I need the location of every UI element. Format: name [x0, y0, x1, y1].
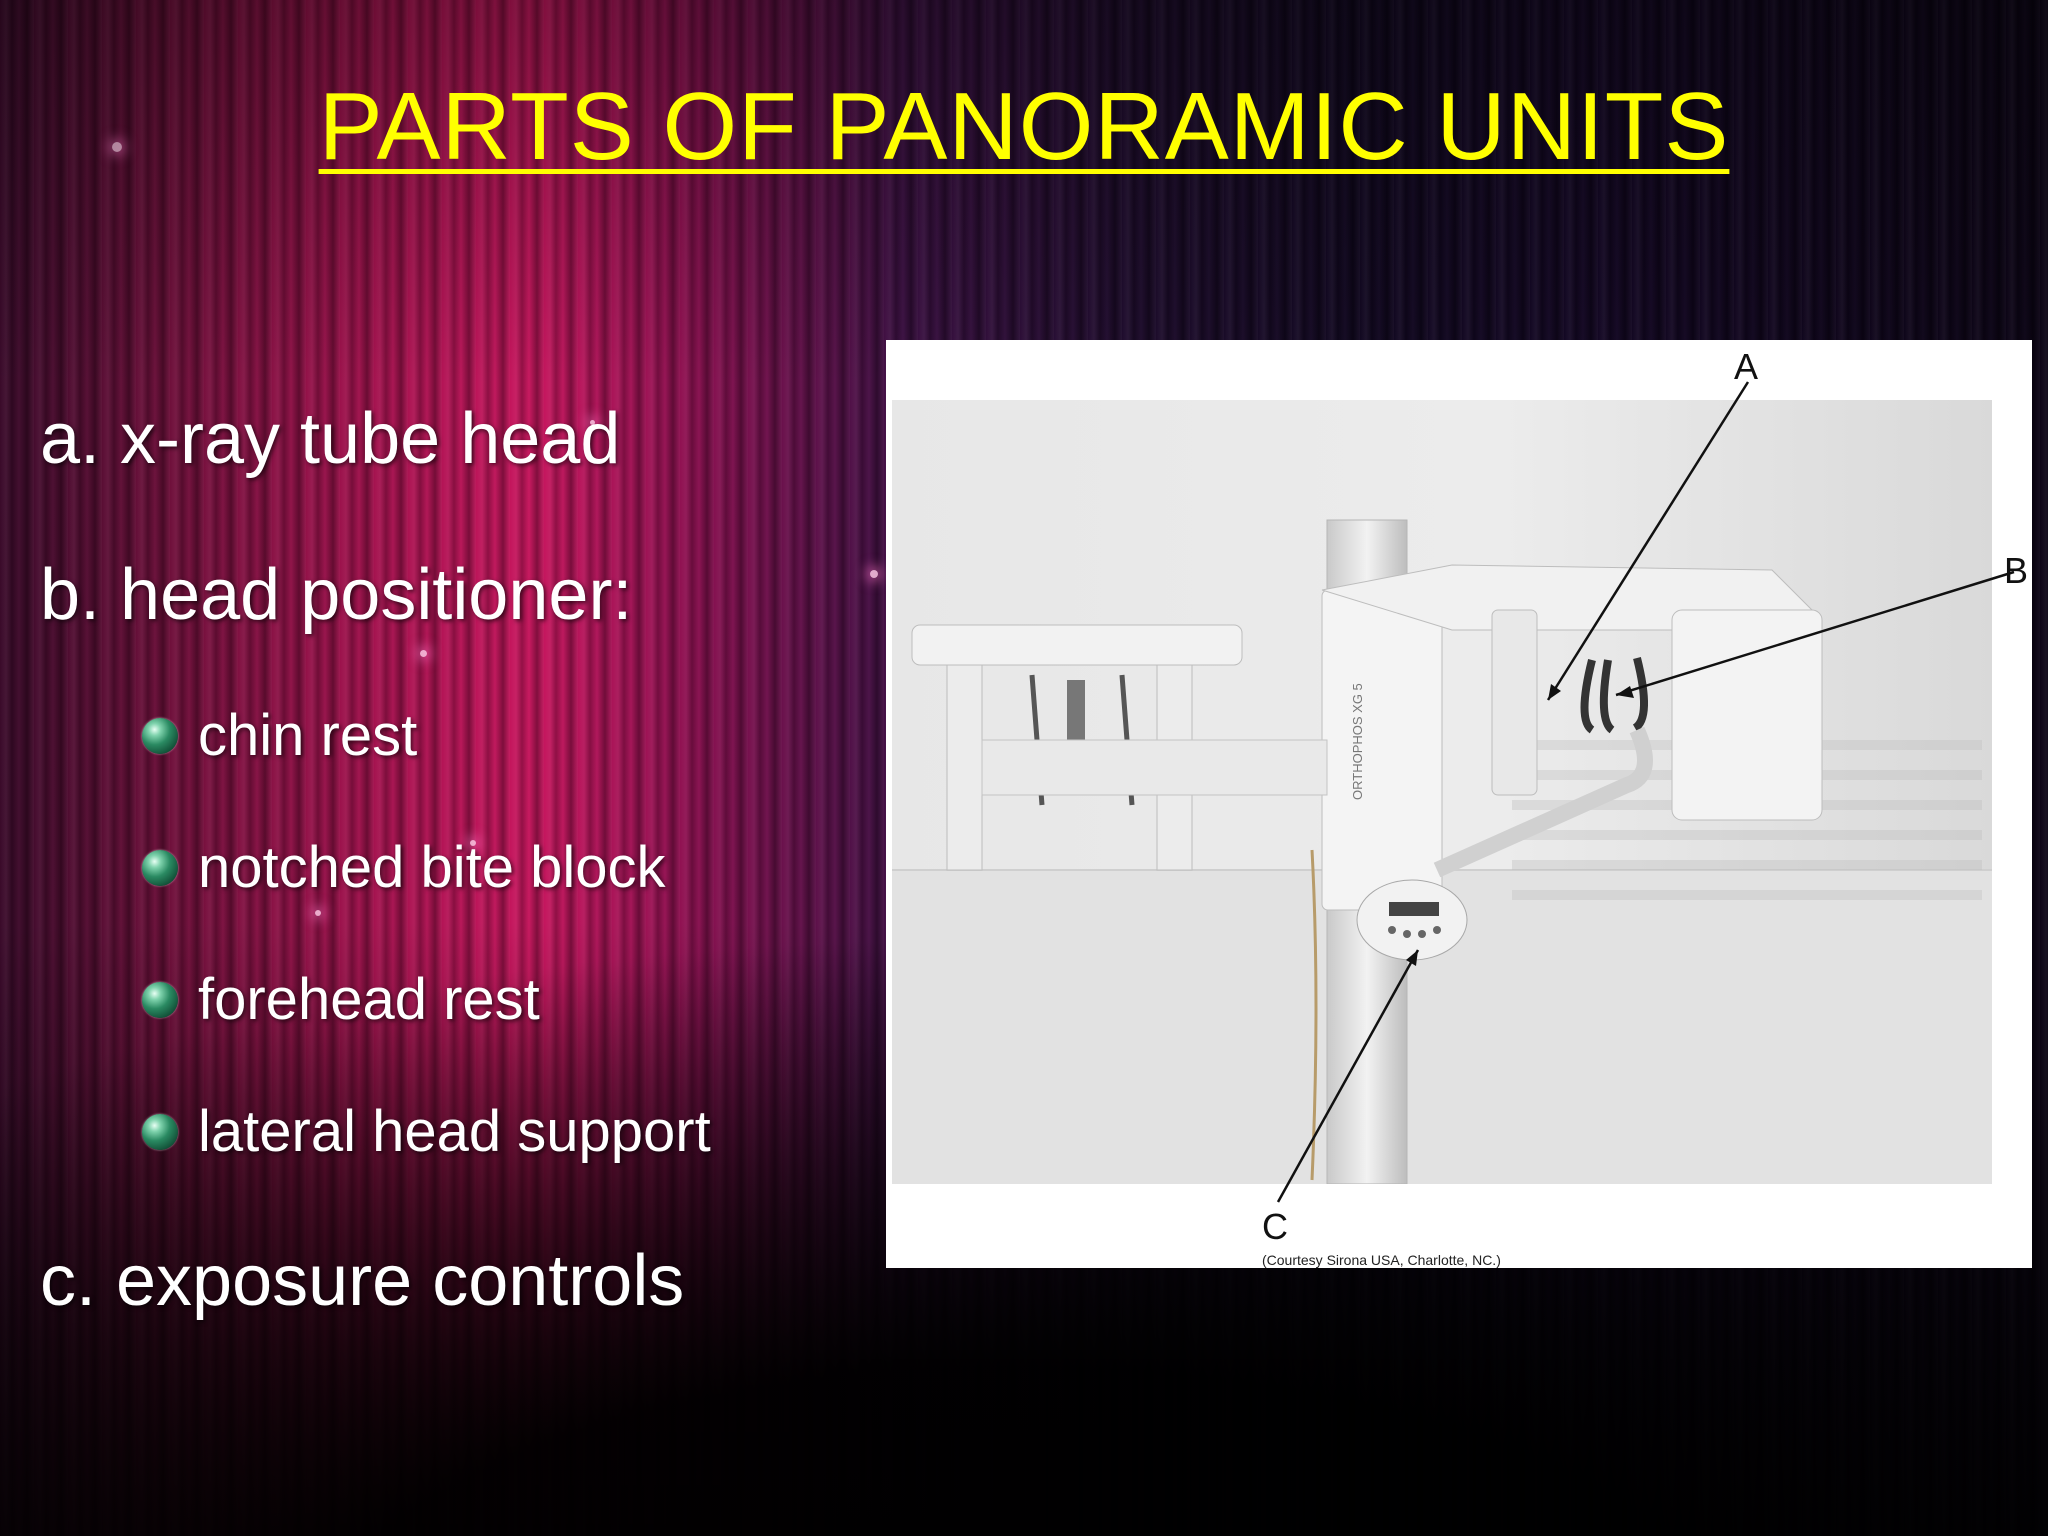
sub-item-chin-rest: chin rest [142, 702, 417, 769]
sub-item-lateral-support: lateral head support [142, 1098, 711, 1165]
callout-lines [1276, 381, 2015, 1203]
list-item-exposure-controls: c. exposure controls [40, 1241, 685, 1321]
sub-item-forehead-rest: forehead rest [142, 966, 540, 1033]
list-item-head-positioner: b. head positioner: [40, 555, 633, 635]
bullet-icon [142, 717, 178, 754]
callout-label-a: A [1734, 346, 1759, 387]
callout-label-b: B [2004, 550, 2029, 591]
list-item-tube-head: a. x-ray tube head [40, 399, 621, 479]
sub-item-label: chin rest [198, 703, 418, 768]
sub-item-label: lateral head support [198, 1099, 711, 1164]
callout-label-c: C [1262, 1206, 1288, 1247]
bullet-icon [142, 981, 178, 1018]
sub-item-label: forehead rest [198, 967, 540, 1032]
bullet-icon [142, 1113, 178, 1150]
panoramic-unit-photo: ORTHOPHOS XG 5 [892, 400, 1992, 1184]
figure-credit: (Courtesy Sirona USA, Charlotte, NC.) [1262, 1252, 1501, 1268]
sub-item-bite-block: notched bite block [142, 834, 666, 901]
panoramic-unit-figure: ORTHOPHOS XG 5 A B C (Courtesy Sirona US… [886, 340, 2032, 1268]
bullet-icon [142, 849, 178, 886]
slide-title: PARTS OF PANORAMIC UNITS [318, 73, 1730, 180]
sub-item-label: notched bite block [198, 835, 666, 900]
unit-marking: ORTHOPHOS XG 5 [1350, 683, 1365, 800]
